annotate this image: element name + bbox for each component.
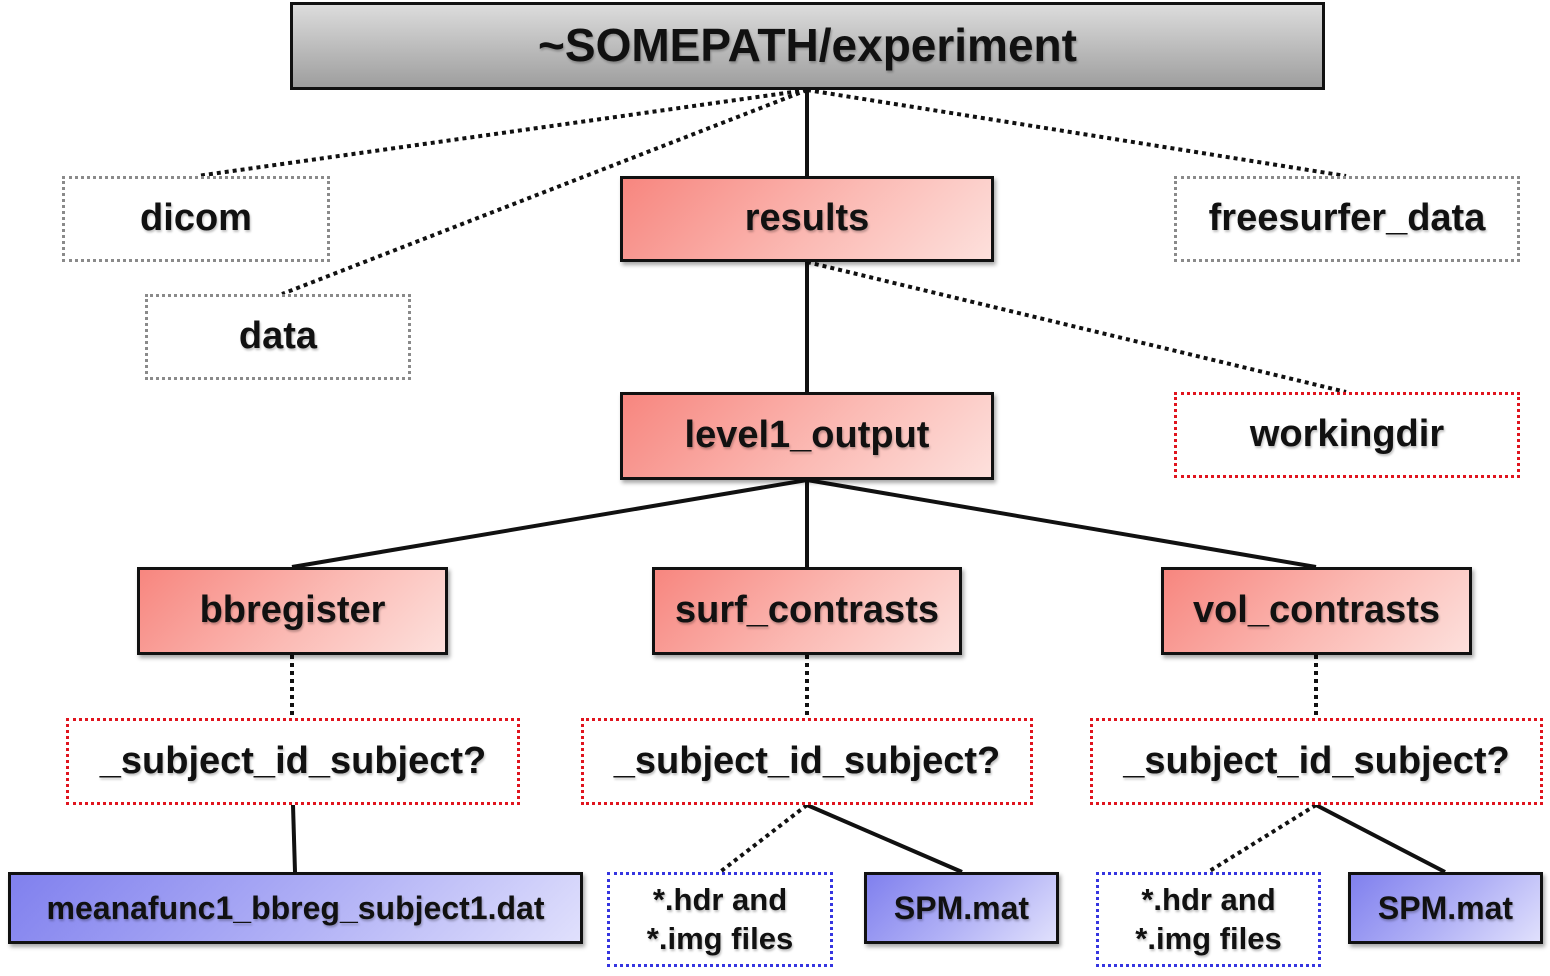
surf-contrasts-folder-label: surf_contrasts	[675, 589, 939, 632]
edge-level1-bbregister	[291, 478, 808, 569]
surf-spm-mat-label: SPM.mat	[893, 890, 1030, 926]
surf-hdr-line2: *.img files	[646, 920, 794, 956]
dicom-folder: dicom	[62, 176, 330, 262]
results-folder: results	[620, 176, 994, 262]
surf-hdr-line1: *.hdr and	[652, 881, 788, 917]
edge-root-data	[281, 88, 808, 296]
vol-hdr-line1: *.hdr and	[1141, 881, 1276, 917]
workingdir-folder-label: workingdir	[1249, 413, 1445, 456]
surf-subject-folder-label: _subject_id_subject?	[613, 739, 1001, 782]
workingdir-folder: workingdir	[1174, 392, 1520, 478]
edge-surfsubject-hdr	[718, 803, 809, 874]
bbreg-dat-file: meanafunc1_bbreg_subject1.dat	[8, 872, 583, 944]
vol-contrasts-folder: vol_contrasts	[1161, 567, 1472, 655]
edge-bbsubject-datfile	[291, 804, 297, 873]
edge-root-dicom	[196, 88, 808, 178]
data-folder-label: data	[238, 315, 318, 358]
surf-spm-mat-file: SPM.mat	[864, 872, 1059, 944]
freesurfer-data-folder-label: freesurfer_data	[1208, 197, 1486, 240]
bbreg-dat-file-label: meanafunc1_bbreg_subject1.dat	[46, 890, 545, 926]
level1-output-folder: level1_output	[620, 392, 994, 480]
data-folder: data	[145, 294, 411, 380]
edge-results-workingdir	[806, 260, 1347, 394]
bbregister-folder: bbregister	[137, 567, 448, 655]
vol-spm-mat-label: SPM.mat	[1377, 890, 1514, 926]
root-folder: ~SOMEPATH/experiment	[290, 2, 1325, 90]
level1-output-folder-label: level1_output	[684, 414, 930, 457]
edge-level1-vol	[806, 478, 1317, 569]
bbregister-folder-label: bbregister	[199, 589, 386, 632]
edge-volsubject-hdr	[1206, 803, 1318, 874]
bbregister-subject-folder: _subject_id_subject?	[66, 718, 520, 805]
vol-hdr-img-files: *.hdr and *.img files	[1096, 872, 1321, 967]
root-folder-label: ~SOMEPATH/experiment	[538, 19, 1077, 72]
vol-spm-mat-file: SPM.mat	[1348, 872, 1543, 944]
freesurfer-data-folder: freesurfer_data	[1174, 176, 1520, 262]
dicom-folder-label: dicom	[140, 197, 252, 240]
surf-hdr-img-files: *.hdr and *.img files	[607, 872, 833, 967]
results-folder-label: results	[744, 197, 870, 240]
edge-surfsubject-spm	[806, 803, 963, 874]
surf-contrasts-folder: surf_contrasts	[652, 567, 962, 655]
bbregister-subject-folder-label: _subject_id_subject?	[99, 739, 487, 782]
edge-root-freesurfer	[806, 88, 1347, 178]
vol-subject-folder-label: _subject_id_subject?	[1123, 739, 1510, 782]
vol-subject-folder: _subject_id_subject?	[1090, 718, 1543, 805]
vol-hdr-line2: *.img files	[1135, 920, 1282, 956]
surf-subject-folder: _subject_id_subject?	[581, 718, 1033, 805]
edge-volsubject-spm	[1315, 803, 1446, 874]
vol-contrasts-folder-label: vol_contrasts	[1192, 589, 1441, 632]
